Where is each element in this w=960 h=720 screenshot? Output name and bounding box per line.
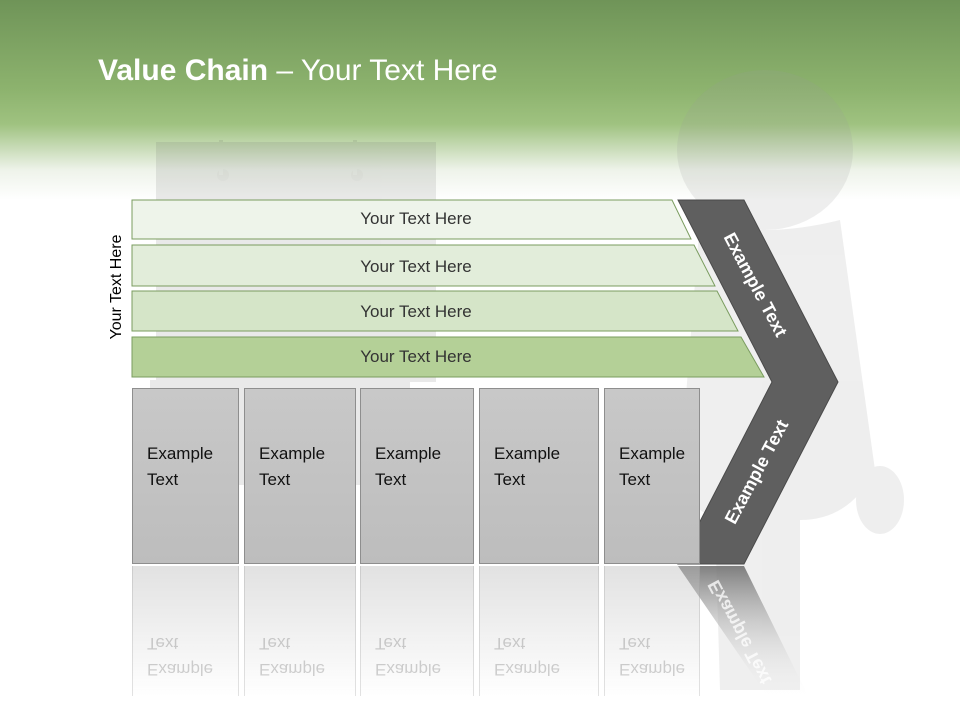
primary-box-3-reflection: Example Text: [360, 566, 474, 696]
primary-box-5-line1: Example: [619, 444, 686, 463]
title-rest: – Your Text Here: [268, 54, 498, 87]
reflection-5-line2: Text: [619, 634, 651, 653]
primary-box-2-line2: Text: [259, 470, 291, 489]
margin-chevron-reflection: [678, 566, 810, 700]
reflection-2-line1: Example: [259, 660, 326, 679]
reflection-1-line1: Example: [147, 660, 214, 679]
reflection-1-line2: Text: [147, 634, 179, 653]
reflection-3-line1: Example: [375, 660, 442, 679]
primary-box-5-reflection: Example Text: [604, 566, 700, 696]
support-row-1-label: Your Text Here: [360, 209, 472, 228]
support-row-4-shape: [131, 336, 765, 378]
primary-box-5-line2: Text: [619, 470, 651, 489]
support-row-4-label: Your Text Here: [360, 347, 472, 366]
reflection-5-line1: Example: [619, 660, 686, 679]
primary-box-1-line1: Example: [147, 444, 214, 463]
support-row-2-label: Your Text Here: [360, 257, 472, 276]
primary-box-3-line2: Text: [375, 470, 407, 489]
primary-box-2-line1: Example: [259, 444, 326, 463]
page-title: Value Chain – Your Text Here: [98, 54, 498, 88]
support-row-2-shape: [131, 244, 716, 287]
header-band: [0, 0, 960, 200]
reflection-4-line1: Example: [494, 660, 561, 679]
primary-box-2-reflection: Example Text: [244, 566, 356, 696]
primary-box-1-reflection: Example Text: [132, 566, 239, 696]
primary-box-4-reflection: Example Text: [479, 566, 599, 696]
support-row-3-shape: [131, 290, 739, 332]
support-row-3-label: Your Text Here: [360, 302, 472, 321]
margin-chevron-shape: [677, 199, 839, 565]
support-row-1-shape: [131, 199, 692, 240]
reflection-3-line2: Text: [375, 634, 407, 653]
primary-box-4-line2: Text: [494, 470, 526, 489]
reflection-4-line2: Text: [494, 634, 526, 653]
primary-box-3-line1: Example: [375, 444, 442, 463]
primary-box-1-line2: Text: [147, 470, 179, 489]
title-bold: Value Chain: [98, 54, 269, 87]
reflection-2-line2: Text: [259, 634, 291, 653]
primary-box-4-line1: Example: [494, 444, 561, 463]
